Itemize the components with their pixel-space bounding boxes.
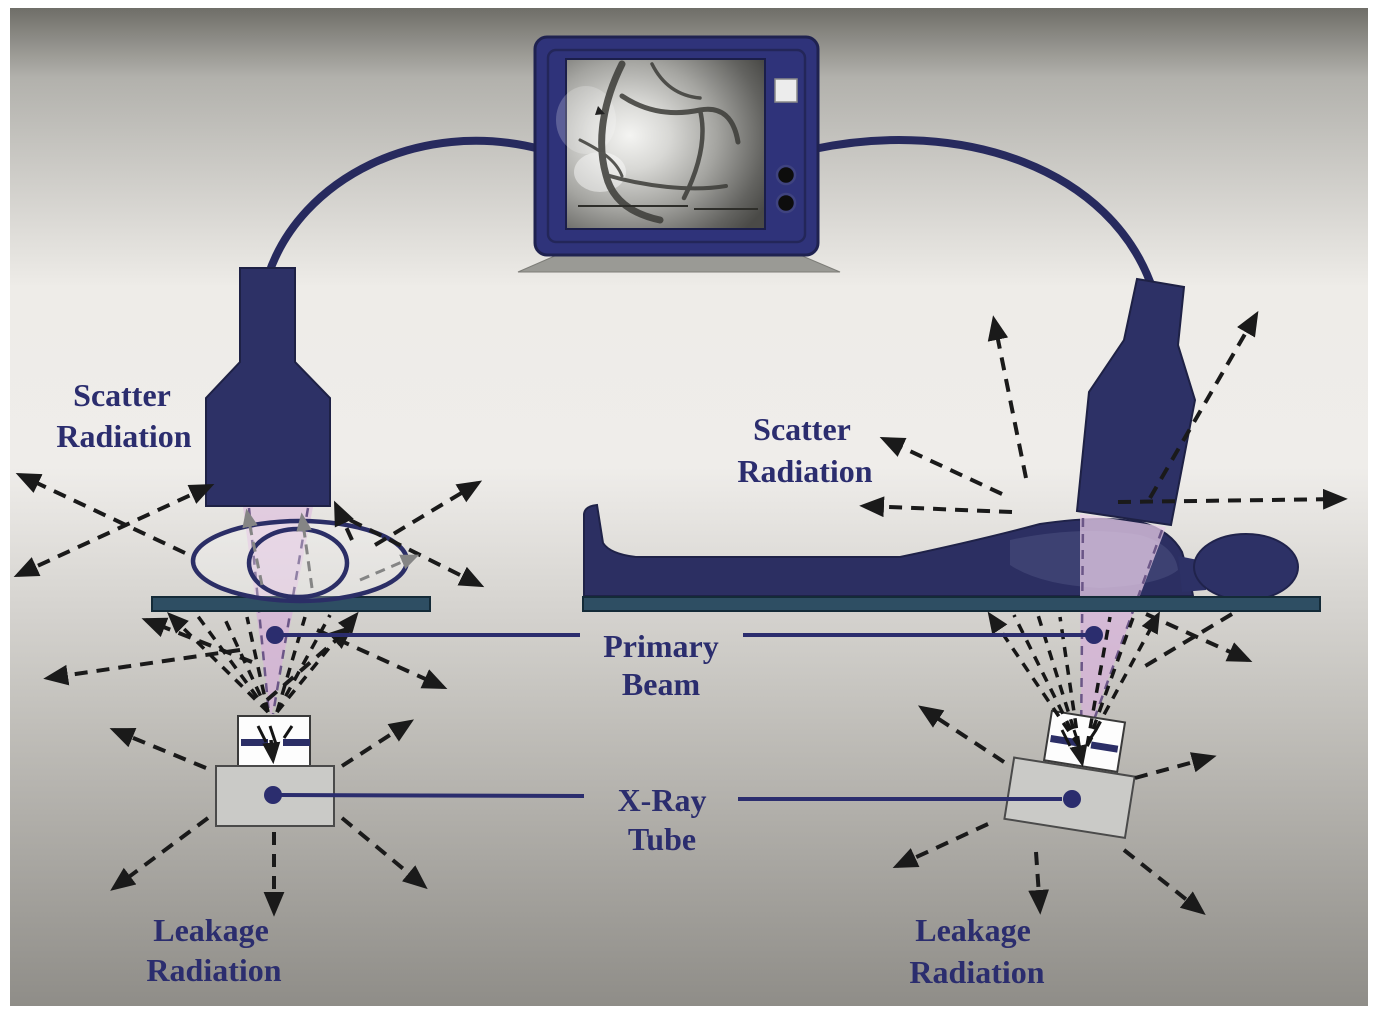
scatter-fan-left xyxy=(167,611,359,714)
image-intensifier-left xyxy=(205,267,331,507)
screen-baseline-marks xyxy=(578,205,758,210)
label-line: Beam xyxy=(622,666,701,702)
primary-beam-cone-right xyxy=(1079,514,1166,748)
video-cable-right xyxy=(810,136,1157,294)
exam-table-right xyxy=(582,596,1321,612)
label-xray-tube: X-Ray Tube xyxy=(618,782,707,857)
collimator-scatter-marks xyxy=(256,725,294,745)
collimator-slot xyxy=(1090,741,1119,753)
label-line: Radiation xyxy=(56,418,191,454)
tube-point-left xyxy=(264,786,282,804)
label-leakage-radiation-left: Leakage Radiation xyxy=(146,912,281,988)
annotation-arrow-icon xyxy=(595,106,605,115)
scatter-radiation-arrows-left xyxy=(13,472,485,765)
collimator-slot xyxy=(241,739,268,746)
label-line: Tube xyxy=(628,821,696,857)
collimator-slot xyxy=(283,739,310,746)
monitor-bezel xyxy=(546,48,807,244)
image-intensifier-right xyxy=(1075,277,1197,527)
video-cable-left xyxy=(264,136,544,280)
label-leakage-radiation-right: Leakage Radiation xyxy=(909,912,1044,990)
label-line: Scatter xyxy=(73,377,171,413)
patient-lateral-silhouette xyxy=(583,503,1299,601)
monitor-power-button xyxy=(774,78,798,103)
label-line: Leakage xyxy=(153,912,269,948)
xray-tube-pointer xyxy=(264,786,1081,808)
label-scatter-radiation-right: Scatter Radiation xyxy=(737,411,872,489)
collimator-slot xyxy=(1050,735,1078,747)
primary-beam-pointer xyxy=(266,626,1103,644)
monitor-stand-base xyxy=(517,254,841,273)
beam-point-right xyxy=(1085,626,1103,644)
label-line: X-Ray xyxy=(618,782,707,818)
label-line: Radiation xyxy=(146,952,281,988)
monitor-screen xyxy=(556,58,766,230)
beam-point-left xyxy=(266,626,284,644)
display-monitor xyxy=(517,35,841,273)
label-line: Scatter xyxy=(753,411,851,447)
coronary-vessels xyxy=(578,60,741,224)
monitor-knob-top xyxy=(775,164,797,186)
patient-head xyxy=(1193,533,1299,601)
monitor-knob-bottom xyxy=(775,192,797,214)
tube-point-right xyxy=(1063,790,1081,808)
label-line: Radiation xyxy=(909,954,1044,990)
label-scatter-radiation-left: Scatter Radiation xyxy=(56,377,191,454)
label-line: Leakage xyxy=(915,912,1031,948)
leakage-radiation-arrows-left xyxy=(109,719,428,917)
label-primary-beam: Primary Beam xyxy=(603,628,719,702)
label-line: Primary xyxy=(603,628,719,664)
leakage-radiation-arrows-right xyxy=(892,705,1217,915)
label-line: Radiation xyxy=(737,453,872,489)
